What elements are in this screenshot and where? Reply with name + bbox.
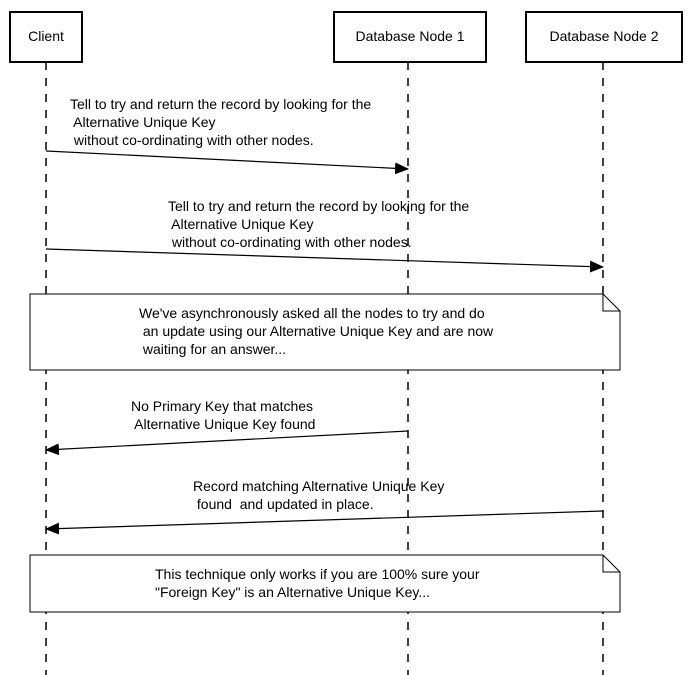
- note-1-fold: [602, 294, 620, 312]
- message-1-line-1: Tell to try and return the record by loo…: [70, 96, 372, 112]
- message-arrow-4: [45, 510, 604, 535]
- participant-label-node1: Database Node 1: [355, 28, 465, 44]
- message-3-line-2: Alternative Unique Key found: [131, 416, 316, 432]
- note-1-line-2: an update using our Alternative Unique K…: [139, 323, 494, 339]
- participant-box-node1: [333, 11, 487, 63]
- note-2-line-1: This technique only works if you are 100…: [155, 566, 480, 582]
- note-2-shape: [29, 554, 621, 613]
- message-4-line-1: Record matching Alternative Unique Key: [193, 478, 445, 494]
- message-1-line-2: Alternative Unique Key: [70, 114, 216, 130]
- note-1-line-1: We've asynchronously asked all the nodes…: [139, 305, 485, 321]
- note-2-line-2: "Foreign Key" is an Alternative Unique K…: [155, 584, 431, 600]
- note-1-line-3: waiting for an answer...: [139, 341, 287, 357]
- note-1-shape: [29, 293, 621, 371]
- note-2-fold: [602, 555, 620, 573]
- message-arrow-3: [45, 430, 409, 456]
- message-2-line-1: Tell to try and return the record by loo…: [168, 198, 470, 214]
- message-2-line-2: Alternative Unique Key: [168, 216, 314, 232]
- message-4-line-2: found and updated in place.: [193, 496, 374, 512]
- message-arrow-1: [45, 150, 409, 175]
- participant-label-client: Client: [28, 28, 64, 44]
- message-arrow-2: [45, 248, 604, 273]
- participant-label-node2: Database Node 2: [549, 28, 659, 44]
- message-1-line-3: without co-ordinating with other nodes.: [70, 132, 314, 148]
- participant-box-node2: [525, 11, 683, 63]
- message-2-line-3: without co-ordinating with other nodes.: [168, 234, 412, 250]
- message-3-line-1: No Primary Key that matches: [131, 398, 314, 414]
- participant-box-client: [9, 11, 83, 63]
